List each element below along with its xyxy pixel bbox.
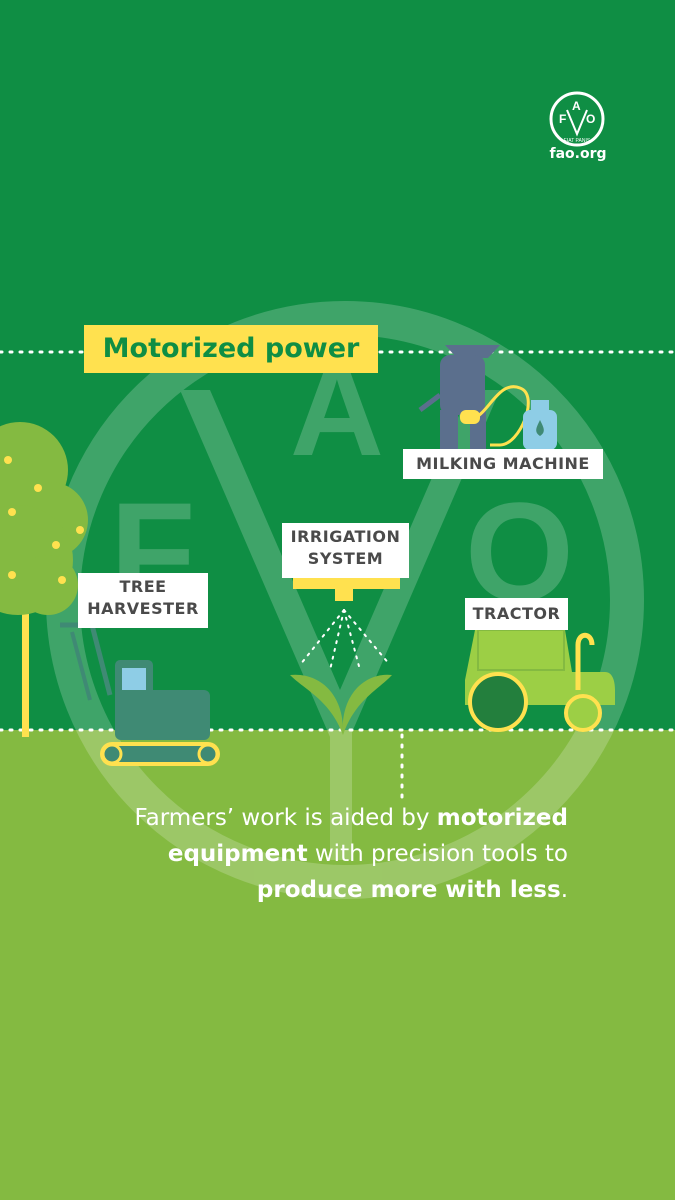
caption: Farmers’ work is aided by motorized equi… xyxy=(60,800,568,908)
label-irrigation-line2: SYSTEM xyxy=(307,549,384,568)
fao-logo-icon: F A O FIAT PANIS xyxy=(549,91,605,147)
tractor-illustration xyxy=(465,629,615,732)
label-tree-line1: TREE xyxy=(119,577,167,596)
milking-machine-illustration xyxy=(418,345,557,450)
label-tree-harvester: TREE HARVESTER xyxy=(78,573,208,628)
tree-illustration xyxy=(0,422,88,737)
label-irrigation-system: IRRIGATION SYSTEM xyxy=(282,523,409,578)
label-milking-machine-text: MILKING MACHINE xyxy=(416,454,590,473)
logo-letter-o: O xyxy=(586,112,595,126)
caption-bold1: motorized equipment xyxy=(167,805,568,867)
logo-letter-f: F xyxy=(559,112,566,126)
label-milking-machine: MILKING MACHINE xyxy=(403,449,603,479)
irrigation-illustration xyxy=(290,575,400,735)
caption-bold2: produce more with less xyxy=(256,877,561,903)
label-irrigation-line1: IRRIGATION xyxy=(290,527,401,546)
label-tractor-text: TRACTOR xyxy=(472,604,561,623)
logo-motto: FIAT PANIS xyxy=(564,138,591,144)
tree-harvester-illustration xyxy=(60,622,220,766)
logo-letter-a: A xyxy=(572,99,581,113)
caption-part2: with precision tools to xyxy=(307,841,568,867)
label-tree-line2: HARVESTER xyxy=(87,599,199,618)
ground-background xyxy=(0,730,675,1200)
caption-part1: Farmers’ work is aided by xyxy=(134,805,437,831)
fao-url[interactable]: fao.org xyxy=(549,146,607,162)
label-tractor: TRACTOR xyxy=(465,598,568,630)
headline: Motorized power xyxy=(84,325,378,373)
caption-part3: . xyxy=(560,877,568,903)
